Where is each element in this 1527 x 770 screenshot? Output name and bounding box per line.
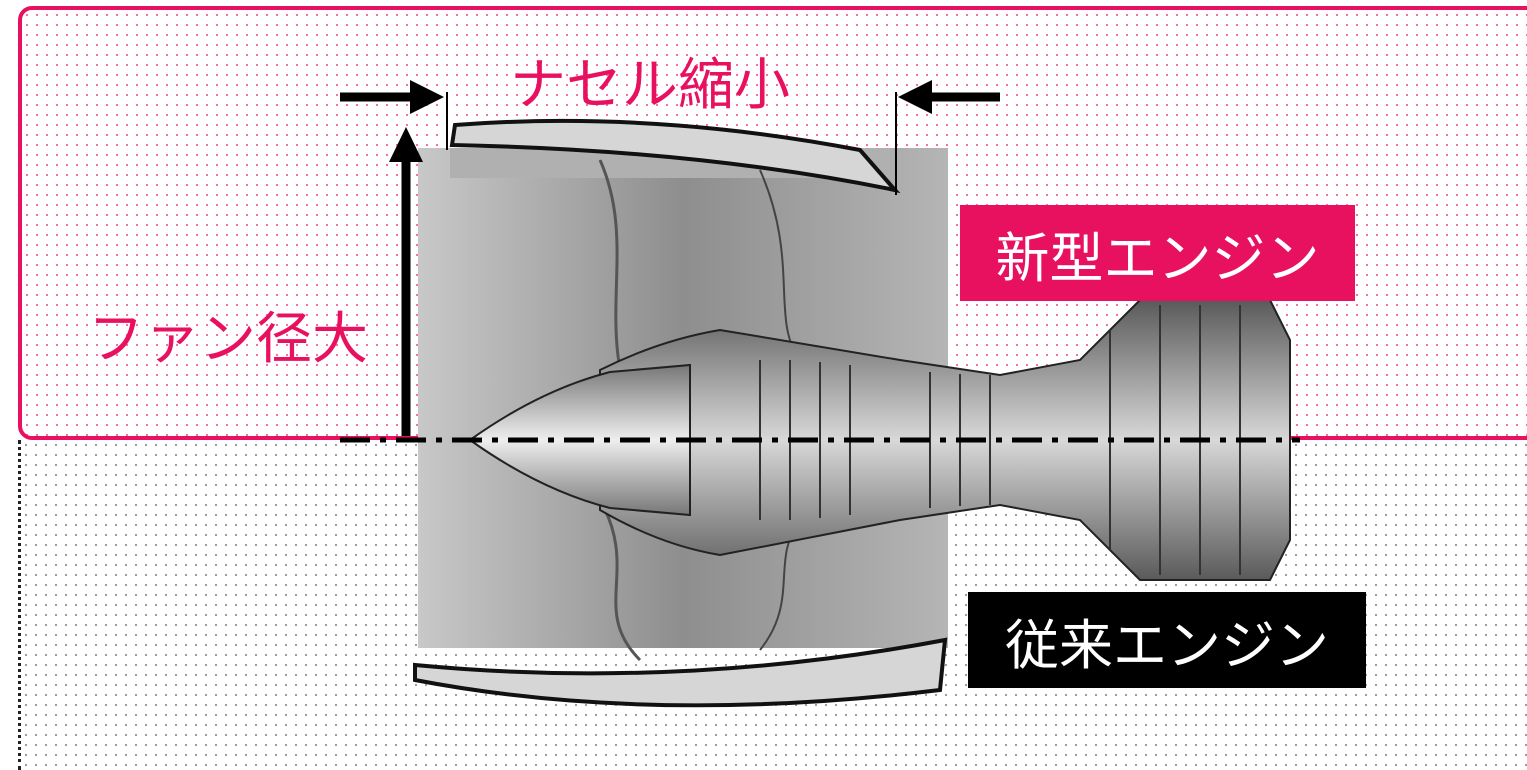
new-engine-label: 新型エンジン <box>960 205 1355 301</box>
nacelle-reduction-label: ナセル縮小 <box>510 53 790 118</box>
fan-diameter-label: ファン径大 <box>88 307 368 372</box>
arrow-right-icon <box>340 80 444 114</box>
arrow-up-icon <box>389 127 423 436</box>
new-nacelle <box>449 118 901 194</box>
old-engine-label: 従来エンジン <box>968 592 1366 688</box>
arrow-left-icon <box>898 80 1000 114</box>
old-nacelle <box>413 637 948 708</box>
fan-blade-lower <box>598 499 642 662</box>
